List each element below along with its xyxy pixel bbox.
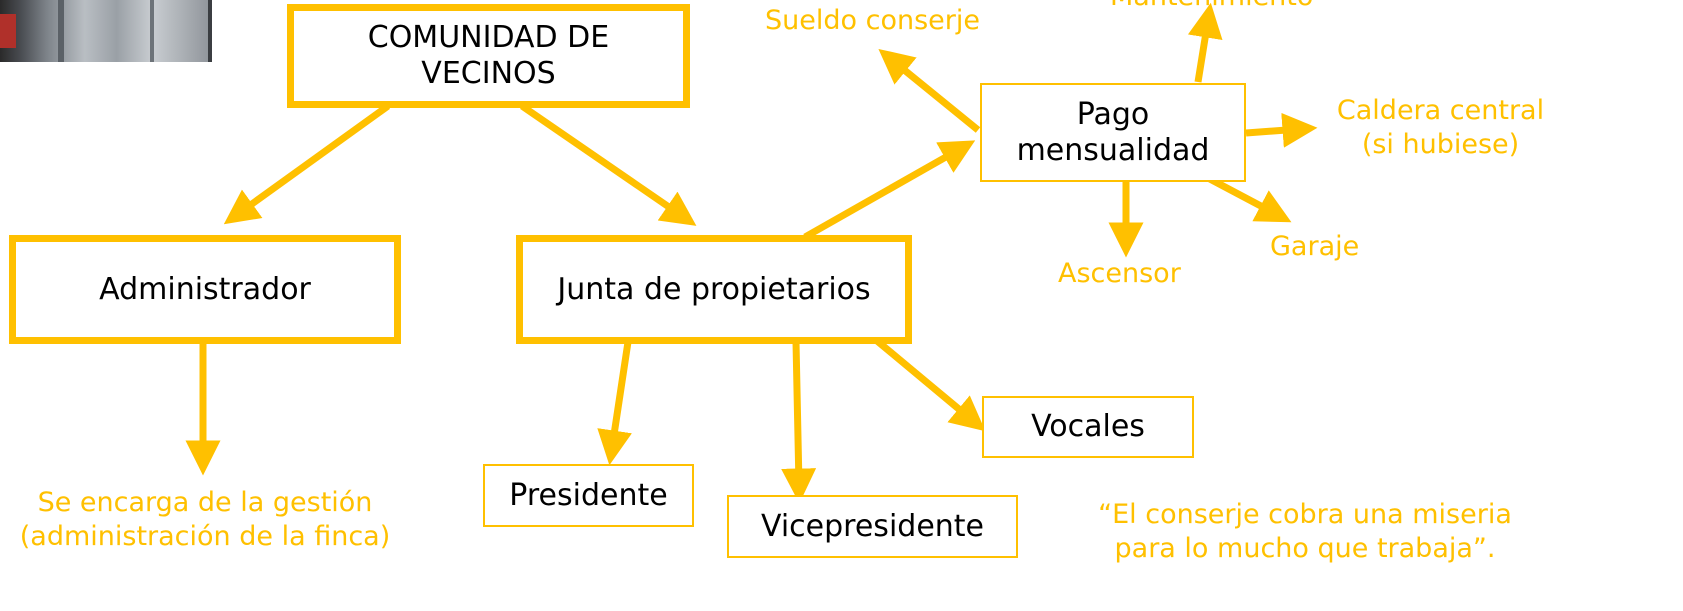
vocales-box: Vocales (982, 396, 1194, 458)
administrador-box: Administrador (9, 235, 401, 344)
vicepresidente-label: Vicepresidente (760, 508, 985, 544)
garaje-label: Garaje (1270, 231, 1360, 262)
arrow-junta-to-vicepresidente (781, 341, 817, 504)
arrow-root-to-junta (520, 103, 697, 226)
comunidad-de-vecinos-box: COMUNIDAD DE VECINOS (287, 4, 690, 108)
presidente-box: Presidente (483, 464, 694, 527)
pago-line2: mensualidad (1016, 132, 1210, 168)
quote-line2: para lo mucho que trabaja”. (1114, 532, 1496, 564)
comunidad-line2: VECINOS (421, 56, 556, 91)
caldera-line1: Caldera central (1336, 95, 1545, 126)
presidente-label: Presidente (509, 477, 668, 513)
arrow-pago-to-garaje (1206, 174, 1292, 223)
arrow-pago-to-mantenimiento (1187, 2, 1223, 83)
quote-line1: “El conserje cobra una miseria (1098, 499, 1512, 530)
administrador-label: Administrador (99, 271, 311, 307)
elevator-photo (0, 0, 212, 62)
sueldo-conserje-label: Sueldo conserje (765, 5, 980, 36)
arrow-root-to-administrador (223, 103, 391, 225)
admin-note-line2: (administración de la finca) (19, 520, 391, 552)
comunidad-line1: COMUNIDAD DE (367, 20, 610, 55)
arrow-junta-to-vocales (873, 337, 986, 432)
admin-note-line1: Se encarga de la gestión (37, 487, 373, 518)
pago-line1: Pago (1076, 96, 1150, 132)
vocales-label: Vocales (1031, 409, 1145, 444)
junta-de-propietarios-box: Junta de propietarios (516, 235, 912, 344)
arrow-pago-to-sueldo (878, 48, 981, 133)
arrow-junta-to-presidente (597, 341, 632, 466)
caldera-line2: (si hubiese) (1361, 128, 1520, 160)
caldera-central-label: Caldera central (si hubiese) (1328, 94, 1553, 162)
junta-label: Junta de propietarios (557, 271, 871, 307)
vicepresidente-box: Vicepresidente (727, 495, 1018, 558)
conserje-quote: “El conserje cobra una miseria para lo m… (1070, 498, 1540, 566)
arrow-pago-to-caldera (1245, 112, 1318, 148)
administrador-note: Se encarga de la gestión (administración… (0, 486, 410, 554)
mantenimiento-label: Mantenimiento (1110, 0, 1313, 14)
arrow-junta-to-pago (803, 140, 976, 241)
pago-mensualidad-box: Pago mensualidad (980, 83, 1246, 182)
ascensor-label: Ascensor (1058, 258, 1181, 289)
